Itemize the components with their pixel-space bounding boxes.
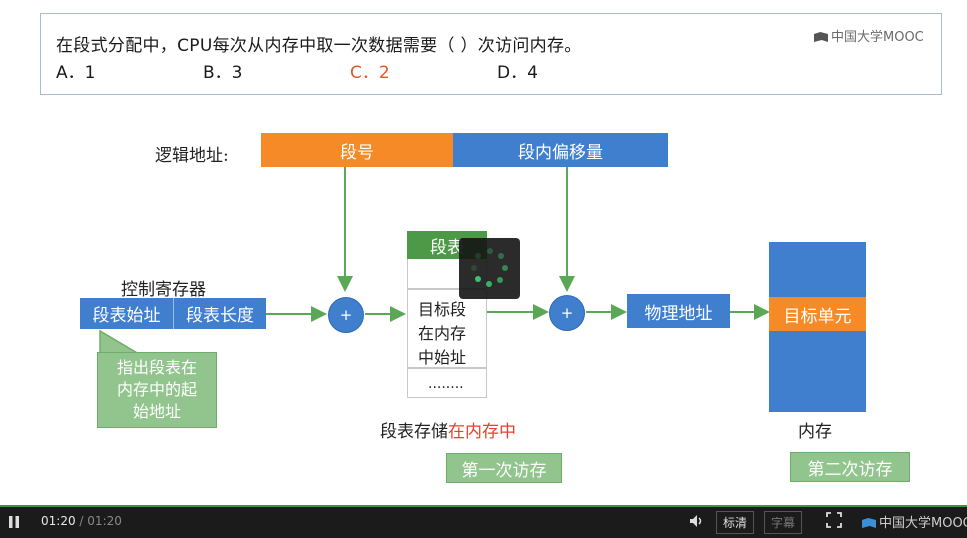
current-time: 01:20 [41, 514, 76, 528]
loading-spinner-icon [459, 238, 520, 299]
control-register-label: 控制寄存器 [121, 280, 206, 300]
option-b: B．3 [203, 63, 243, 83]
seg-table-entry: 目标段在内存中始址 [418, 300, 467, 367]
question-text: 在段式分配中，CPU每次从内存中取一次数据需要（ ）次访问内存。 [56, 36, 582, 56]
second-access-box: 第二次访存 [790, 452, 910, 482]
seg-table-caption-red: 在内存中 [448, 422, 516, 442]
seg-table-caption: 段表存储在内存中 [380, 417, 516, 442]
player-brand: 中国大学MOOC [862, 512, 967, 531]
memory-label: 内存 [798, 422, 832, 442]
time-separator: / [79, 514, 84, 528]
question-box [40, 13, 942, 95]
pause-icon[interactable] [8, 514, 20, 533]
seg-table-length-box: 段表长度 [173, 298, 266, 329]
seg-table-caption-black: 段表存储 [380, 422, 448, 442]
player-brand-icon [862, 518, 876, 528]
plus-symbol-1: + [339, 306, 353, 324]
total-time: 01:20 [87, 514, 122, 528]
player-brand-text: 中国大学MOOC [879, 516, 967, 531]
target-unit-box: 目标单元 [769, 297, 866, 331]
callout-text: 指出段表在内存中的起始地址 [116, 358, 197, 421]
watermark-text: 中国大学MOOC [831, 30, 924, 45]
seg-table-dots: ........ [428, 376, 464, 392]
volume-icon[interactable] [689, 513, 705, 532]
quality-button[interactable]: 标清 [716, 511, 755, 534]
callout-tail [99, 329, 146, 357]
option-c: C．2 [350, 63, 390, 83]
option-a: A．1 [56, 63, 96, 83]
progress-bar[interactable] [0, 505, 967, 507]
physical-address-box: 物理地址 [627, 294, 730, 328]
segment-number-box: 段号 [261, 133, 453, 167]
adder-2: + [549, 295, 585, 331]
logical-address-label: 逻辑地址: [155, 146, 229, 166]
fullscreen-icon[interactable] [826, 512, 842, 532]
option-d: D．4 [497, 63, 538, 83]
arrows-layer [266, 167, 770, 322]
plus-symbol-2: + [560, 304, 574, 322]
seg-table-start-box: 段表始址 [80, 298, 173, 329]
subtitle-button[interactable]: 字幕 [764, 511, 803, 534]
seg-table-divider-1 [407, 288, 487, 290]
mooc-logo-icon [814, 32, 828, 42]
time-display: 01:20 / 01:20 [41, 514, 122, 528]
callout-box: 指出段表在内存中的起始地址 [97, 352, 217, 428]
seg-table-divider-2 [407, 367, 487, 369]
mooc-watermark: 中国大学MOOC [814, 26, 924, 45]
segment-offset-box: 段内偏移量 [453, 133, 668, 167]
adder-1: + [328, 297, 364, 333]
video-control-bar [0, 505, 967, 538]
first-access-box: 第一次访存 [446, 453, 562, 483]
